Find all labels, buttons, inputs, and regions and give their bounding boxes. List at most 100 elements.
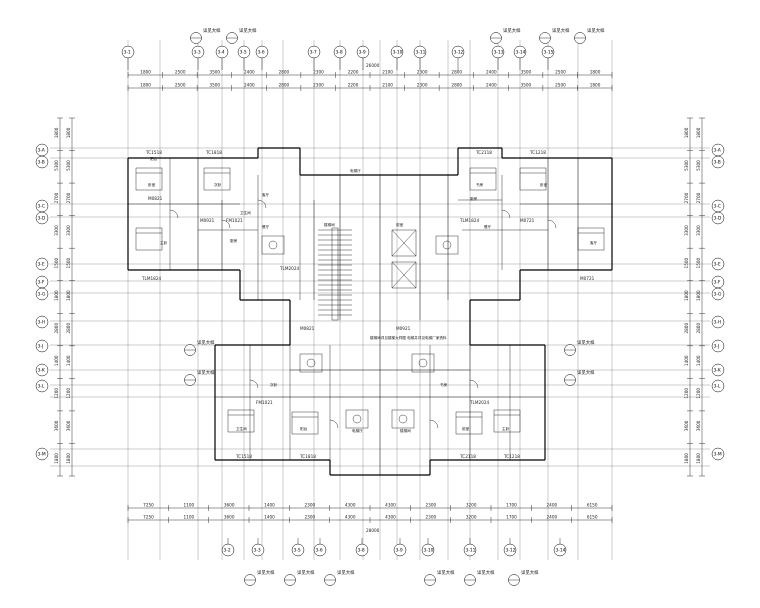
bubble-circle bbox=[711, 257, 725, 271]
dimension-label: 2700 bbox=[54, 192, 59, 203]
detail-reference-bubble: 详见大样 bbox=[464, 569, 495, 586]
dimension-label: 4300 bbox=[345, 515, 356, 520]
detail-reference-bubble: 详见大样 bbox=[184, 339, 215, 356]
axis-bubble: 3-K bbox=[35, 363, 49, 377]
axis-bubble: 3-F bbox=[711, 275, 725, 289]
elevator-cross bbox=[391, 229, 417, 257]
dimension-label: 3300 bbox=[54, 225, 59, 236]
dimension-label: 1800 bbox=[140, 70, 151, 75]
dimension-label: 2400 bbox=[547, 515, 558, 520]
detail-reference-bubble: 详见大样 bbox=[244, 569, 275, 586]
table-symbol bbox=[352, 414, 362, 424]
detail-label: 详见大样 bbox=[477, 569, 495, 576]
bubble-text: 3-K bbox=[714, 368, 721, 374]
door-tag: TLM2024 bbox=[279, 266, 299, 271]
axis-bubble: 3-2 bbox=[221, 543, 235, 557]
door-tag: M0821 bbox=[300, 326, 315, 331]
bubble-text: 3-L bbox=[714, 384, 721, 390]
axis-bubble: 3-4 bbox=[215, 45, 229, 59]
detail-label: 详见大样 bbox=[297, 569, 315, 576]
axis-bubble: 3-12 bbox=[503, 543, 517, 557]
dimension-label: 2300 bbox=[313, 83, 324, 88]
bubble-text: 3-9 bbox=[396, 548, 403, 554]
dimension-label: 2500 bbox=[555, 83, 566, 88]
axis-bubble: 3-F bbox=[35, 275, 49, 289]
dimension-label: 4300 bbox=[385, 515, 396, 520]
dimension-label: 1500 bbox=[66, 257, 71, 268]
bubble-text: 3-1 bbox=[124, 50, 131, 56]
dimension-label: 1400 bbox=[264, 515, 275, 520]
detail-reference-bubble: 详见大样 bbox=[564, 339, 595, 356]
room-label: 楼梯间 bbox=[400, 428, 411, 433]
bubble-circle bbox=[711, 339, 725, 353]
table-symbol bbox=[418, 358, 428, 368]
dimension-label: 1800 bbox=[696, 290, 701, 301]
bed-fixture bbox=[493, 409, 521, 433]
dimension-label: 7250 bbox=[143, 503, 154, 508]
room-labels: 卧室客厅餐厅厨房卫生间阳台电梯厅楼梯间前室主卧次卧书房卧室客厅餐厅厨房卫生间阳台… bbox=[141, 150, 598, 459]
dimension-label: 3500 bbox=[521, 83, 532, 88]
axis-bubble: 3-H bbox=[711, 315, 725, 329]
detail-reference-bubble: 详见大样 bbox=[184, 369, 215, 386]
room-label: 书房 bbox=[476, 182, 484, 187]
bubble-text: 3-E bbox=[714, 262, 721, 268]
dimension-label: 2400 bbox=[547, 503, 558, 508]
bubble-text: 3-10 bbox=[424, 548, 434, 554]
bubble-text: 3-G bbox=[38, 292, 47, 298]
bubble-text: 3-15 bbox=[544, 50, 554, 56]
bed-fixture bbox=[291, 411, 319, 435]
dimension-label: 3600 bbox=[66, 420, 71, 431]
room-label: 客厅 bbox=[262, 192, 270, 197]
axis-bubble: 3-11 bbox=[463, 543, 477, 557]
dimension-label: 1400 bbox=[66, 355, 71, 366]
axis-bubble: 3-A bbox=[711, 143, 725, 157]
dimension-label: 3500 bbox=[209, 70, 220, 75]
room-label: 阳台 bbox=[150, 156, 158, 161]
dimension-label: 4300 bbox=[345, 503, 356, 508]
dimension-label: 2200 bbox=[348, 83, 359, 88]
dimension-label: 2400 bbox=[244, 83, 255, 88]
bubble-circle bbox=[35, 379, 49, 393]
bubble-text: 3-B bbox=[714, 160, 721, 166]
axis-bubble: 3-H bbox=[35, 315, 49, 329]
bubble-text: 3-10 bbox=[393, 50, 403, 56]
building-walls bbox=[127, 147, 613, 476]
furniture-set bbox=[411, 353, 435, 373]
room-label: 主卧 bbox=[502, 426, 510, 431]
table-symbol bbox=[398, 414, 408, 424]
dimension-label: 2700 bbox=[66, 192, 71, 203]
dimension-label: 7250 bbox=[143, 515, 154, 520]
dimension-label: 2300 bbox=[417, 83, 428, 88]
bed-fixture bbox=[577, 227, 605, 251]
detail-reference-bubble: 详见大样 bbox=[539, 27, 570, 44]
dimension-label: 1800 bbox=[140, 83, 151, 88]
dimension-label: 5300 bbox=[684, 160, 689, 171]
axis-bubble: 3-E bbox=[35, 257, 49, 271]
bubble-text: 3-D bbox=[38, 216, 46, 222]
axis-bubble: 3-15 bbox=[541, 45, 555, 59]
axis-bubble: 3-C bbox=[35, 199, 49, 213]
bubble-text: 3-H bbox=[714, 320, 722, 326]
door-swing bbox=[429, 419, 439, 429]
axis-bubble: 3-G bbox=[35, 287, 49, 301]
detail-reference-bubble: 详见大样 bbox=[284, 569, 315, 586]
room-label: 客厅 bbox=[590, 240, 598, 245]
bubble-circle bbox=[35, 257, 49, 271]
axis-bubble: 3-G bbox=[711, 287, 725, 301]
axis-bubble: 3-B bbox=[35, 155, 49, 169]
dimension-label: 2400 bbox=[486, 83, 497, 88]
bubble-text: 3-13 bbox=[494, 50, 504, 56]
axis-bubble: 3-8 bbox=[333, 45, 347, 59]
bubble-circle bbox=[711, 363, 725, 377]
window-tag: TC1818 bbox=[205, 150, 222, 155]
dimension-label: 3200 bbox=[466, 503, 477, 508]
dimension-label: 4300 bbox=[385, 503, 396, 508]
bubble-text: 3-H bbox=[38, 320, 46, 326]
dimension-label: 2300 bbox=[313, 70, 324, 75]
axis-bubble: 3-5 bbox=[237, 45, 251, 59]
dimension-label: 2800 bbox=[66, 323, 71, 334]
bed-fixture bbox=[135, 167, 163, 191]
room-label: 电梯厅 bbox=[350, 168, 361, 173]
